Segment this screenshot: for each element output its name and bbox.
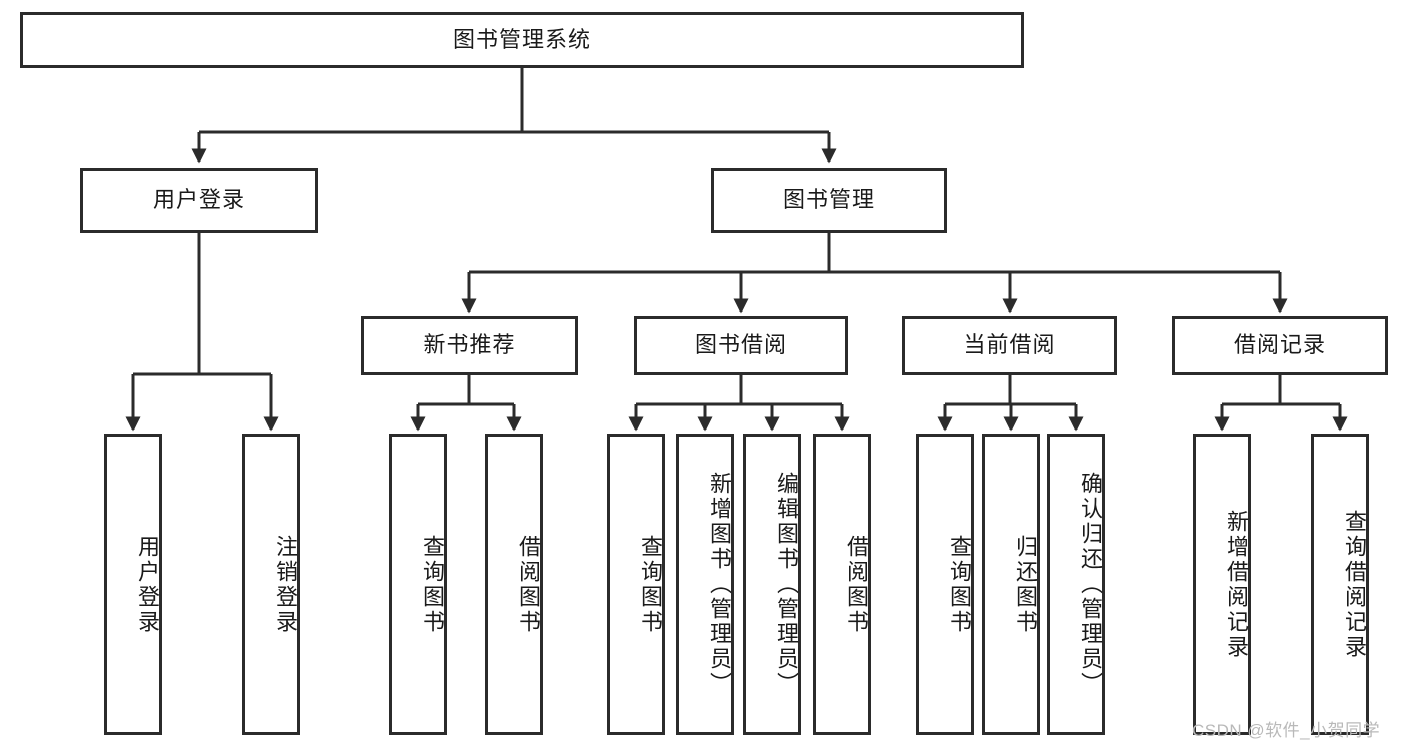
node-label: 借阅图书 [844, 534, 869, 635]
node-current-borrow[interactable]: 当前借阅 [902, 316, 1117, 375]
leaf-query-book-current[interactable]: 查询图书 [916, 434, 974, 735]
leaf-query-book-recommend[interactable]: 查询图书 [389, 434, 447, 735]
csdn-watermark: CSDN @软件_小贺同学 [1192, 721, 1381, 740]
node-book-borrow[interactable]: 图书借阅 [634, 316, 848, 375]
node-user-login[interactable]: 用户登录 [80, 168, 318, 233]
node-label: 查询借阅记录 [1342, 509, 1367, 660]
node-label: 查询图书 [638, 534, 663, 635]
node-label: 编辑图书（管理员） [774, 472, 799, 697]
node-root-system[interactable]: 图书管理系统 [20, 12, 1024, 68]
node-label: 用户登录 [135, 534, 160, 635]
leaf-add-book-admin[interactable]: 新增图书（管理员） [676, 434, 734, 735]
node-label: 图书管理系统 [452, 26, 591, 52]
node-label: 查询图书 [420, 534, 445, 635]
node-label: 确认归还（管理员） [1078, 472, 1103, 697]
node-label: 新增借阅记录 [1224, 509, 1249, 660]
node-label: 图书借阅 [694, 332, 787, 358]
node-label: 归还图书 [1013, 534, 1038, 635]
leaf-return-book[interactable]: 归还图书 [982, 434, 1040, 735]
node-label: 新书推荐 [423, 332, 516, 358]
node-book-management[interactable]: 图书管理 [711, 168, 947, 233]
node-label: 注销登录 [273, 534, 298, 635]
leaf-confirm-return-admin[interactable]: 确认归还（管理员） [1047, 434, 1105, 735]
node-label: 借阅图书 [516, 534, 541, 635]
node-label: 当前借阅 [963, 332, 1056, 358]
leaf-query-borrow-record[interactable]: 查询借阅记录 [1311, 434, 1369, 735]
node-label: 查询图书 [947, 534, 972, 635]
node-label: 借阅记录 [1233, 332, 1326, 358]
leaf-query-book-borrow[interactable]: 查询图书 [607, 434, 665, 735]
leaf-borrow-book-recommend[interactable]: 借阅图书 [485, 434, 543, 735]
leaf-borrow-book[interactable]: 借阅图书 [813, 434, 871, 735]
leaf-add-borrow-record[interactable]: 新增借阅记录 [1193, 434, 1251, 735]
node-label: 新增图书（管理员） [707, 472, 732, 697]
node-label: 用户登录 [152, 187, 245, 213]
leaf-user-logout[interactable]: 注销登录 [242, 434, 300, 735]
leaf-edit-book-admin[interactable]: 编辑图书（管理员） [743, 434, 801, 735]
node-new-book-recommend[interactable]: 新书推荐 [361, 316, 578, 375]
leaf-user-login[interactable]: 用户登录 [104, 434, 162, 735]
node-label: 图书管理 [782, 187, 875, 213]
node-borrow-record[interactable]: 借阅记录 [1172, 316, 1388, 375]
